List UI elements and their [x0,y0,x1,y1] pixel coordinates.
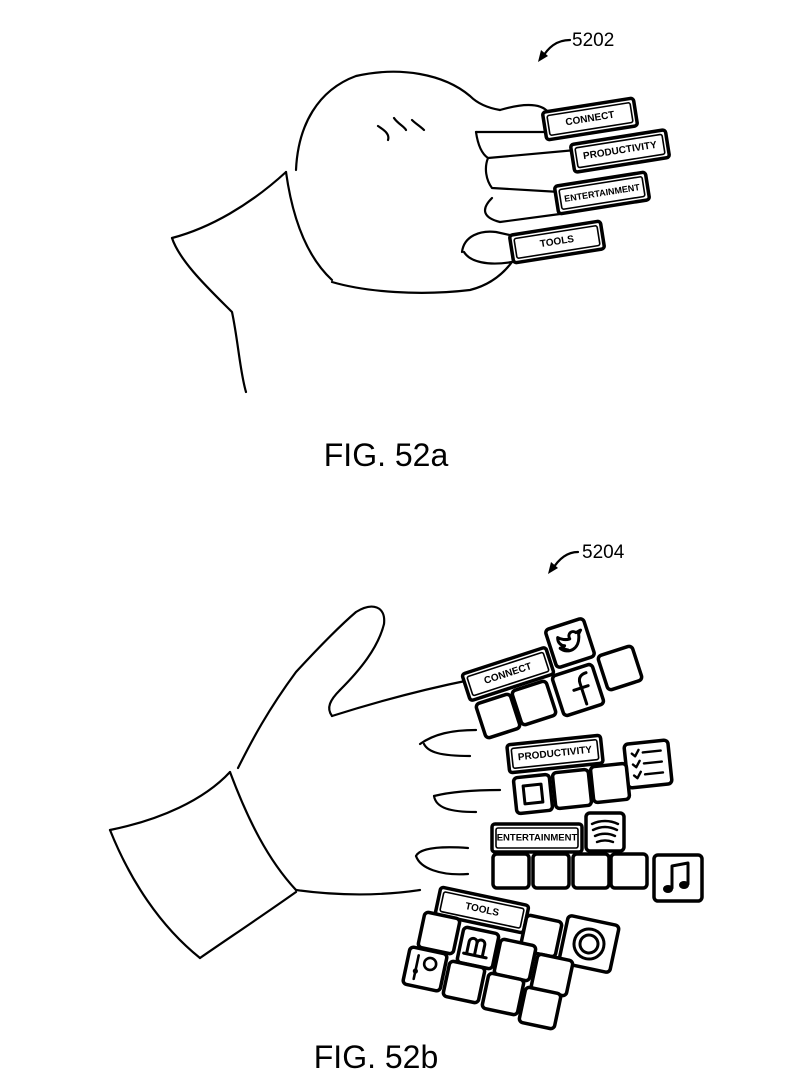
square-app-tile[interactable] [511,772,555,816]
tools-app-tile-6[interactable] [480,971,526,1017]
checklist-icon [630,748,665,780]
music-tile[interactable] [652,853,704,903]
entertainment-key-a[interactable]: ENTERTAINMENT [553,170,651,216]
entertainment-app-tile-1[interactable] [491,852,531,890]
target-icon [572,927,606,961]
entertainment-app-tile-2[interactable] [531,852,571,890]
tools-glyph-tile[interactable] [401,945,449,993]
connect-app-tile-1[interactable] [474,692,522,740]
figure-caption-b: FIG. 52b [314,1039,439,1075]
facebook-f-icon [572,671,590,706]
tools-glyph-icon [412,954,438,981]
hand-outline-a [170,70,578,394]
tools-app-tile-7[interactable] [517,985,563,1031]
key-label: ENTERTAINMENT [497,833,578,844]
productivity-key-b[interactable]: PRODUCTIVITY [505,733,605,775]
tools-key-a[interactable]: TOOLS [508,219,606,265]
productivity-app-tile-2[interactable] [588,761,632,805]
checklist-tile[interactable] [622,738,674,790]
facebook-tile[interactable] [550,662,606,718]
spotify-icon [590,819,620,844]
twitter-tile[interactable] [544,617,596,669]
hand-outline-b [108,605,502,960]
productivity-app-tile-1[interactable] [550,767,594,811]
figure-52a: 5202 CONNE [170,30,671,473]
key-label: TOOLS [539,234,575,250]
music-note-icon [663,861,690,893]
entertainment-key-b[interactable]: ENTERTAINMENT [490,822,584,854]
connect-key-a[interactable]: CONNECT [541,96,639,142]
square-outline-icon [521,782,545,806]
entertainment-app-tile-3[interactable] [571,852,611,890]
reference-arrowhead [548,562,558,574]
spotify-tile[interactable] [584,811,626,853]
reference-numeral-5204: 5204 [582,542,625,563]
target-tile[interactable] [557,914,621,974]
twitter-bird-icon [556,628,583,653]
connect-app-tile-2[interactable] [510,679,558,727]
connect-app-tile-3[interactable] [596,644,644,692]
connect-key-b[interactable]: CONNECT [460,646,556,702]
reference-arrowhead [538,50,548,62]
app-m-icon [462,936,488,960]
tools-app-tile-5[interactable] [441,959,487,1005]
reference-numeral-5202: 5202 [572,30,614,51]
figure-52b: 5204 CONNECT [108,542,704,1075]
productivity-key-a[interactable]: PRODUCTIVITY [569,128,671,174]
entertainment-app-tile-4[interactable] [609,852,649,890]
figure-caption-a: FIG. 52a [324,437,449,473]
